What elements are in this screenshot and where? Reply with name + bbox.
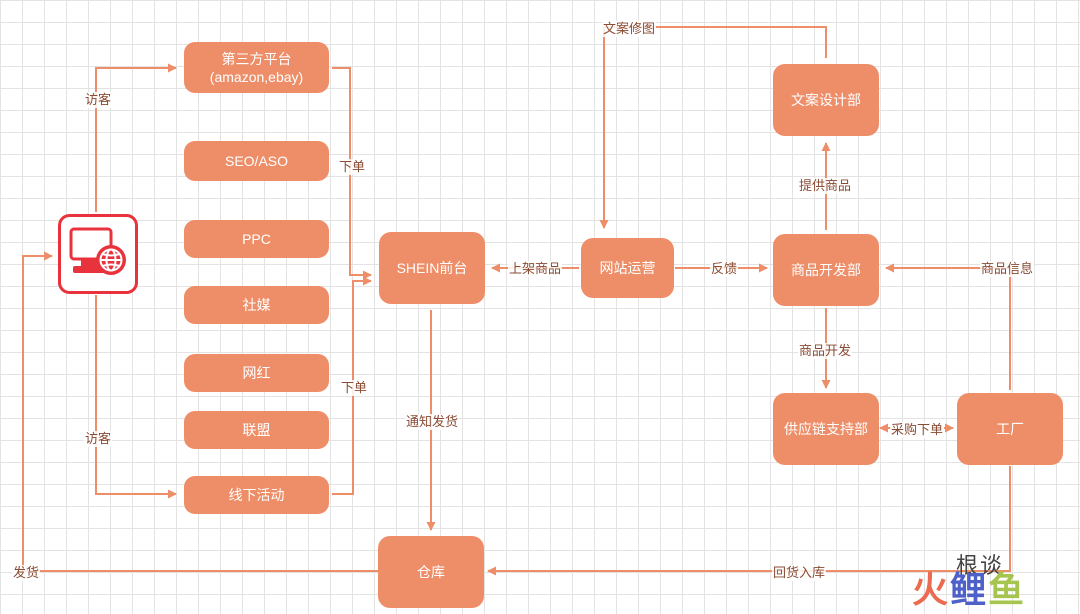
edge-label-purchase-order: 采购下单 (890, 422, 945, 438)
edge-label-return-stock: 回货入库 (772, 565, 827, 581)
edge-label-visitor-top: 访客 (84, 92, 113, 108)
platform-name: 第三方平台 (221, 50, 292, 67)
edge-ship (22, 251, 378, 572)
edge-label-copy-edit: 文案修图 (602, 21, 657, 37)
third-party-platform-node: 第三方平台 (amazon,ebay) (184, 42, 329, 93)
edge-product-info (885, 263, 1011, 390)
edge-label-product-info: 商品信息 (980, 261, 1035, 277)
copy-design-dept-node: 文案设计部 (773, 64, 879, 136)
edge-label-ship: 发货 (12, 565, 41, 581)
edge-label-order-top: 下单 (338, 159, 367, 175)
affiliate-node: 联盟 (184, 411, 329, 449)
edge-label-feedback: 反馈 (710, 261, 739, 277)
edge-visitor-bottom (95, 295, 177, 499)
edge-return-stock (487, 466, 1011, 576)
supply-chain-dept-node: 供应链支持部 (773, 393, 879, 465)
offline-event-node: 线下活动 (184, 476, 329, 514)
shein-frontend-node: SHEIN前台 (379, 232, 485, 304)
social-media-node: 社媒 (184, 286, 329, 324)
product-dev-dept-node: 商品开发部 (773, 234, 879, 306)
edge-label-notify-ship: 通知发货 (405, 414, 460, 430)
edge-label-order-bottom: 下单 (340, 380, 369, 396)
watermark-logo-char: 鱼 (988, 569, 1027, 610)
edge-copy-edit (599, 26, 827, 229)
edge-label-provide-products: 提供商品 (798, 178, 853, 194)
edge-label-visitor-bottom: 访客 (84, 431, 113, 447)
influencer-node: 网红 (184, 354, 329, 392)
watermark-brand-mark: 根谈 (956, 553, 1005, 578)
platform-examples: (amazon,ebay) (209, 68, 304, 85)
seo-aso-node: SEO/ASO (184, 141, 329, 181)
edge-label-product-dev: 商品开发 (798, 343, 853, 359)
watermark-logo: 火鲤鱼 (912, 570, 1026, 610)
ppc-node: PPC (184, 220, 329, 258)
watermark: 根谈 火鲤鱼 (912, 548, 1072, 610)
watermark-logo-char: 火 (912, 569, 951, 610)
monitor-globe-icon (58, 214, 138, 299)
warehouse-node: 仓库 (378, 536, 484, 608)
edge-visitor-top (95, 63, 177, 212)
edge-label-list-products: 上架商品 (508, 261, 563, 277)
watermark-logo-char: 鲤 (950, 569, 989, 610)
factory-node: 工厂 (957, 393, 1063, 465)
site-operations-node: 网站运营 (581, 238, 674, 298)
